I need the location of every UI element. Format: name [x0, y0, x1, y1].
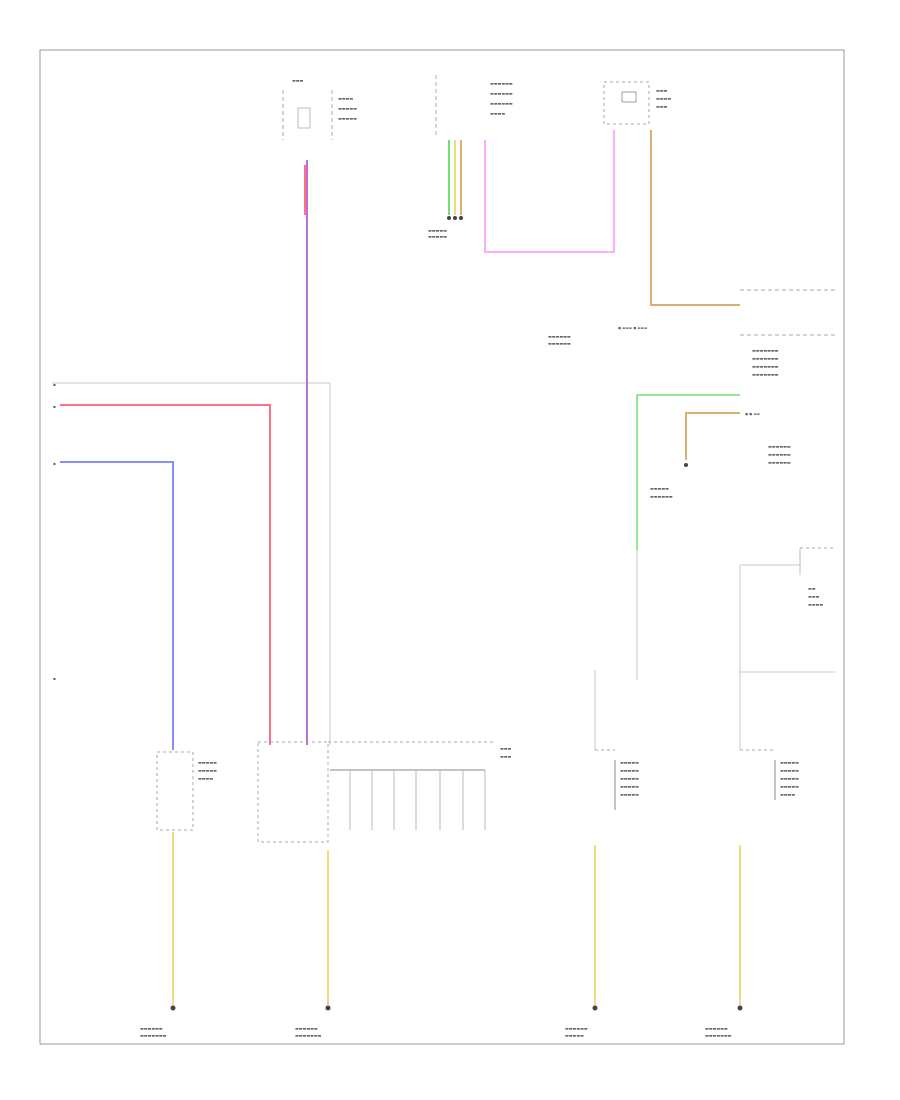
svg-text:▬▬▬▬▬▬: ▬▬▬▬▬▬: [548, 341, 571, 346]
svg-text:▬▬▬: ▬▬▬: [500, 754, 512, 759]
svg-text:▬▬▬▬▬▬▬: ▬▬▬▬▬▬▬: [705, 1033, 732, 1038]
svg-text:▬▬▬: ▬▬▬: [500, 746, 512, 751]
svg-text:▬▬▬▬▬: ▬▬▬▬▬: [620, 776, 639, 781]
switch-top-right: ▬▬▬ ▬▬▬▬ ▬▬▬: [603, 81, 740, 306]
svg-text:▬▬▬: ▬▬▬: [656, 88, 668, 93]
svg-text:▬▬▬▬▬▬: ▬▬▬▬▬▬: [490, 91, 513, 96]
sensor-right-lower: ▬▬ ▬▬▬ ▬▬▬▬: [740, 547, 835, 607]
svg-text:▬▬▬▬▬: ▬▬▬▬▬: [780, 768, 799, 773]
svg-text:▬▬▬▬▬▬: ▬▬▬▬▬▬: [295, 1026, 318, 1031]
svg-text:● ▬▬▬ ● ▬▬▬: ● ▬▬▬ ● ▬▬▬: [618, 326, 647, 330]
svg-text:▬▬▬▬▬: ▬▬▬▬▬: [780, 784, 799, 789]
svg-text:▬▬▬▬▬▬: ▬▬▬▬▬▬: [768, 452, 791, 457]
svg-text:▬▬▬▬▬: ▬▬▬▬▬: [198, 760, 217, 765]
left-harness: ▪ ▪ ▪ ▪: [52, 382, 331, 750]
sensor-lower-right: ▬▬▬▬▬ ▬▬▬▬▬ ▬▬▬▬▬ ▬▬▬▬▬ ▬▬▬▬ ▬▬▬▬▬▬ ▬▬▬▬…: [705, 749, 799, 1038]
svg-text:▪: ▪: [53, 404, 56, 409]
svg-text:▬▬▬▬: ▬▬▬▬: [780, 792, 795, 797]
svg-text:▬▬▬▬▬: ▬▬▬▬▬: [620, 784, 639, 789]
svg-text:▬▬▬▬▬: ▬▬▬▬▬: [620, 792, 639, 797]
svg-text:▬▬▬▬: ▬▬▬▬: [198, 776, 213, 781]
svg-text:▪: ▪: [53, 382, 56, 387]
svg-text:▪: ▪: [53, 676, 56, 681]
sensor-lower-center-right: ▬▬▬▬▬ ▬▬▬▬▬ ▬▬▬▬▬ ▬▬▬▬▬ ▬▬▬▬▬ ▬▬▬▬▬▬ ▬▬▬…: [565, 749, 639, 1038]
module-right: ● ▬▬▬ ● ▬▬▬ ▬▬▬▬▬▬ ▬▬▬▬▬▬ ▬▬▬▬▬▬▬ ▬▬▬▬▬▬…: [548, 289, 835, 680]
svg-text:▬▬▬▬▬▬: ▬▬▬▬▬▬: [140, 1026, 163, 1031]
svg-text:▬▬▬▬: ▬▬▬▬: [808, 602, 823, 607]
svg-text:▬▬▬▬▬: ▬▬▬▬▬: [620, 760, 639, 765]
svg-text:▬▬▬▬▬: ▬▬▬▬▬: [428, 228, 447, 233]
pink-wire: [484, 130, 615, 253]
svg-text:▬▬▬▬▬▬: ▬▬▬▬▬▬: [490, 81, 513, 86]
control-unit-center: ▬▬▬ ▬▬▬ ▬▬▬▬▬▬ ▬▬▬▬▬▬▬: [257, 741, 512, 1038]
svg-text:▬▬▬▬▬▬: ▬▬▬▬▬▬: [548, 334, 571, 339]
svg-text:▬▬: ▬▬: [808, 586, 816, 591]
svg-text:▬▬▬▬: ▬▬▬▬: [338, 96, 353, 101]
fuse-block-top: ▬▬▬ ▬▬▬▬ ▬▬▬▬▬ ▬▬▬▬▬: [282, 78, 357, 140]
svg-text:▬▬▬▬▬: ▬▬▬▬▬: [650, 486, 669, 491]
connector-top-center: ▬▬▬▬▬ ▬▬▬▬▬ ▬▬▬▬▬▬ ▬▬▬▬▬▬ ▬▬▬▬▬▬ ▬▬▬▬: [428, 75, 615, 253]
svg-text:▬▬▬▬▬▬▬: ▬▬▬▬▬▬▬: [752, 356, 779, 361]
tan-wire-top-right: [650, 130, 740, 306]
svg-text:● ● ▬▬: ● ● ▬▬: [745, 412, 760, 416]
red-wire: [60, 404, 271, 745]
svg-text:▬▬▬▬▬▬▬: ▬▬▬▬▬▬▬: [140, 1033, 167, 1038]
svg-text:▬▬▬▬▬: ▬▬▬▬▬: [780, 760, 799, 765]
svg-text:▬▬▬▬▬▬: ▬▬▬▬▬▬: [650, 494, 673, 499]
svg-text:▬▬▬: ▬▬▬: [656, 104, 668, 109]
svg-text:▬▬▬▬▬▬▬: ▬▬▬▬▬▬▬: [752, 364, 779, 369]
component-lower-left: ▬▬▬▬▬ ▬▬▬▬▬ ▬▬▬▬ ▬▬▬▬▬▬ ▬▬▬▬▬▬▬: [140, 751, 217, 1038]
svg-text:▬▬▬▬▬▬: ▬▬▬▬▬▬: [565, 1026, 588, 1031]
svg-text:▬▬▬▬▬: ▬▬▬▬▬: [338, 116, 357, 121]
svg-text:▬▬▬▬: ▬▬▬▬: [490, 111, 505, 116]
svg-text:▬▬▬▬▬: ▬▬▬▬▬: [565, 1033, 584, 1038]
svg-text:▬▬▬▬▬: ▬▬▬▬▬: [338, 106, 357, 111]
blue-wire: [60, 461, 174, 750]
svg-text:▬▬▬▬▬▬▬: ▬▬▬▬▬▬▬: [752, 348, 779, 353]
diagram-frame: [39, 49, 845, 1045]
svg-text:▬▬▬▬▬: ▬▬▬▬▬: [428, 234, 447, 239]
svg-text:▬▬▬▬▬: ▬▬▬▬▬: [198, 768, 217, 773]
svg-text:▬▬▬: ▬▬▬: [808, 594, 820, 599]
svg-text:▪: ▪: [53, 461, 56, 466]
svg-text:▬▬▬▬: ▬▬▬▬: [656, 96, 671, 101]
svg-text:▬▬▬▬▬: ▬▬▬▬▬: [620, 768, 639, 773]
tan-wire-right: [685, 412, 740, 460]
svg-text:▬▬▬▬▬▬▬: ▬▬▬▬▬▬▬: [752, 372, 779, 377]
vertical-harness: [329, 565, 835, 750]
svg-text:▬▬▬: ▬▬▬: [292, 78, 304, 83]
svg-text:▬▬▬▬▬: ▬▬▬▬▬: [780, 776, 799, 781]
svg-text:▬▬▬▬▬▬: ▬▬▬▬▬▬: [490, 101, 513, 106]
green-wire: [636, 394, 740, 550]
svg-text:▬▬▬▬▬▬▬: ▬▬▬▬▬▬▬: [295, 1033, 322, 1038]
svg-text:▬▬▬▬▬▬: ▬▬▬▬▬▬: [768, 444, 791, 449]
svg-text:▬▬▬▬▬▬: ▬▬▬▬▬▬: [768, 460, 791, 465]
svg-text:▬▬▬▬▬▬: ▬▬▬▬▬▬: [705, 1026, 728, 1031]
